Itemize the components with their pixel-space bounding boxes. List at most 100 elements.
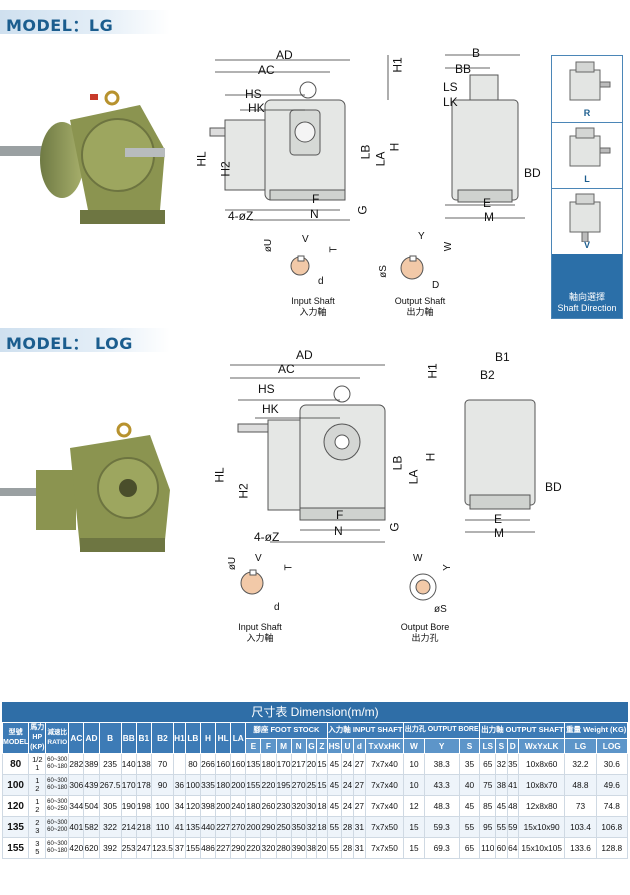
log-dim-hs: HS (258, 382, 275, 396)
table-title: 尺寸表 Dimension(m/m) (2, 702, 628, 722)
table-cell: 486 (199, 837, 217, 859)
table-cell: 306 (68, 774, 85, 796)
table-cell: 37 (173, 837, 186, 859)
table-cell: 128.8 (595, 837, 629, 859)
table-cell: 15x10x105 (517, 837, 566, 859)
table-cell: 10x8x70 (517, 774, 566, 796)
table-cell: 7x7x50 (364, 837, 405, 859)
table-cell: 10 (403, 774, 425, 796)
col-s-shaft: S (495, 737, 508, 754)
ratio-value: 60~200 (47, 827, 68, 833)
table-cell: 620 (83, 837, 100, 859)
col-wxyxlk: WxYxLK (517, 737, 566, 754)
col-h: H (199, 722, 217, 754)
table-cell: 59 (506, 816, 519, 838)
table-cell: 10 (403, 753, 425, 775)
input-shaft-zh: 入力軸 (299, 307, 327, 317)
output-bore-zh: 出力孔 (411, 633, 439, 643)
table-cell: 34 (173, 795, 186, 817)
output-shaft-en: Output Shaft (394, 296, 446, 306)
lg-in-t: T (328, 246, 340, 253)
table-cell: 270 (230, 816, 247, 838)
table-cell: 198 (135, 795, 152, 817)
shaft-dir-l[interactable]: L (552, 122, 622, 189)
hp-value: 2 (35, 805, 40, 814)
table-cell: 200 (230, 774, 247, 796)
table-cell: 25 (305, 774, 318, 796)
lg-in-u: øU (263, 238, 275, 253)
table-cell: 28 (341, 837, 354, 859)
table-cell: 45 (495, 795, 508, 817)
table-cell: 45 (326, 795, 343, 817)
col-b1: B1 (135, 722, 152, 754)
table-cell: 420 (68, 837, 85, 859)
table-cell: 48 (506, 795, 519, 817)
table-cell: 55 (458, 816, 481, 838)
ratio-value: 60~300 (47, 778, 68, 784)
cell-model: 80 (1, 753, 30, 775)
lg-gearbox-photo (0, 90, 165, 224)
table-cell: 31 (352, 837, 366, 859)
shaft-dir-r[interactable]: R (552, 56, 622, 123)
table-cell: 389 (83, 753, 100, 775)
table-cell: 18 (316, 795, 328, 817)
table-cell: 36 (173, 774, 186, 796)
dim-lb: LB (358, 144, 373, 160)
shaft-dir-v[interactable]: V (552, 188, 622, 255)
table-cell: 18 (316, 816, 328, 838)
table-cell: 440 (199, 816, 217, 838)
table-cell: 32.2 (564, 753, 597, 775)
table-cell: 200 (245, 816, 262, 838)
table-cell: 15 (403, 837, 425, 859)
log-dim-bd: BD (545, 480, 562, 494)
log-in-t: T (283, 564, 295, 571)
table-cell: 138 (135, 753, 152, 775)
lg-dimension-drawing (209, 54, 525, 221)
table-cell: 35 (506, 753, 519, 775)
log-out-y: Y (441, 564, 453, 571)
table-cell: 64 (506, 837, 519, 859)
table-cell: 401 (68, 816, 85, 838)
table-cell: 220 (260, 774, 277, 796)
lg-output-shaft-detail (400, 255, 424, 280)
log-dim-h: H (423, 452, 438, 462)
log-out-s: øS (434, 604, 447, 615)
log-output-bore-detail (409, 573, 437, 601)
dim-e: E (483, 196, 492, 210)
table-cell: 27 (352, 753, 366, 775)
table-cell: 43.3 (423, 774, 460, 796)
gearbox-l-icon (569, 127, 611, 167)
table-cell: 55 (326, 816, 343, 838)
table-cell: 155 (184, 837, 201, 859)
table-cell: 40 (458, 774, 481, 796)
log-dim-la: LA (406, 469, 421, 485)
lg-out-d: D (432, 280, 440, 291)
log-dim-b1: B1 (495, 350, 510, 364)
table-cell: 55 (495, 816, 508, 838)
ratio-value: 60~300 (47, 820, 68, 826)
table-cell: 305 (98, 795, 122, 817)
dim-h2: H2 (218, 161, 233, 177)
lg-input-caption: Input Shaft 入力軸 (278, 296, 348, 318)
hp-value: 1 (35, 763, 40, 772)
col-f: F (260, 737, 277, 754)
dim-ls: LS (443, 80, 458, 94)
hp-value: 1/2 (32, 755, 43, 764)
log-input-caption: Input Shaft 入力軸 (238, 622, 282, 643)
col-s-bore: S (458, 737, 481, 754)
lg-out-w: W (443, 241, 455, 252)
table-cell: 80 (184, 753, 201, 775)
hp-value: 2 (35, 818, 40, 827)
table-cell: 7x7x40 (364, 795, 405, 817)
table-cell: 335 (199, 774, 217, 796)
table-cell: 439 (83, 774, 100, 796)
table-cell: 12 (403, 795, 425, 817)
table-cell: 15 (403, 816, 425, 838)
table-cell: 270 (290, 774, 307, 796)
col-w: W (403, 737, 425, 754)
output-bore-en: Output Bore (400, 622, 450, 632)
